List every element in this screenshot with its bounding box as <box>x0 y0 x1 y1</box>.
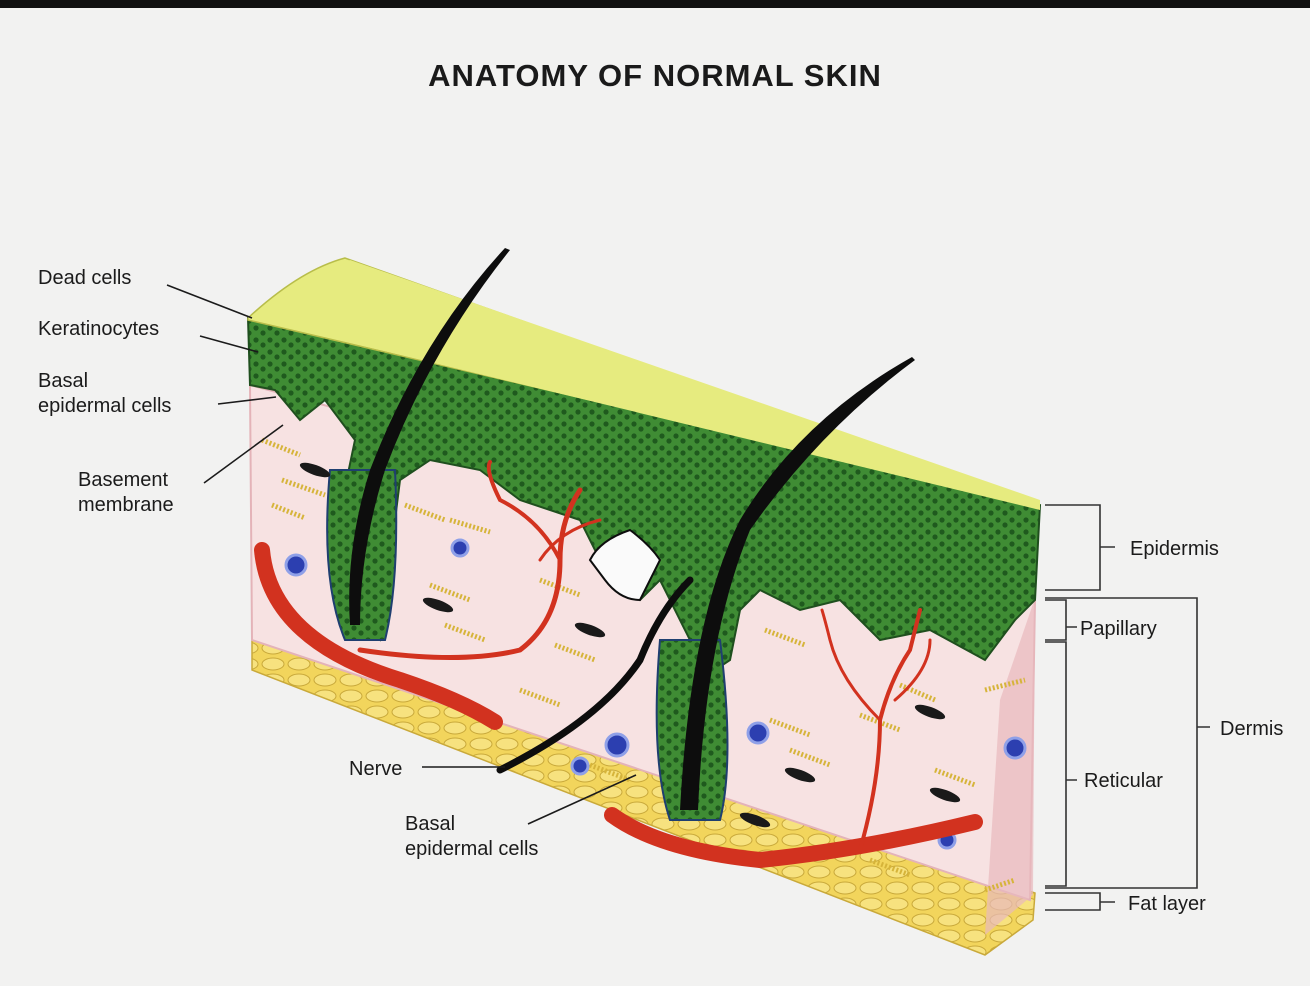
label-basement-line2: membrane <box>78 494 174 516</box>
label-dermis: Dermis <box>1220 718 1283 740</box>
label-fat-layer: Fat layer <box>1128 893 1206 915</box>
dermis-bracket <box>1045 598 1210 888</box>
papillary-bracket <box>1045 600 1077 640</box>
label-dead-cells: Dead cells <box>38 267 131 289</box>
fat-layer-bracket <box>1045 893 1115 910</box>
label-basal-left-line1: Basal <box>38 370 88 392</box>
dead-cells-leader <box>167 285 252 318</box>
reticular-bracket <box>1045 642 1077 886</box>
label-reticular: Reticular <box>1084 770 1163 792</box>
epidermis-bracket <box>1045 505 1115 590</box>
label-basement-line1: Basement <box>78 469 168 491</box>
label-papillary: Papillary <box>1080 618 1157 640</box>
label-basal-bottom-line2: epidermal cells <box>405 838 538 860</box>
label-keratinocytes: Keratinocytes <box>38 318 159 340</box>
label-basal-left-line2: epidermal cells <box>38 395 171 417</box>
label-epidermis: Epidermis <box>1130 538 1219 560</box>
label-nerve: Nerve <box>349 758 402 780</box>
label-basal-bottom-line1: Basal <box>405 813 455 835</box>
